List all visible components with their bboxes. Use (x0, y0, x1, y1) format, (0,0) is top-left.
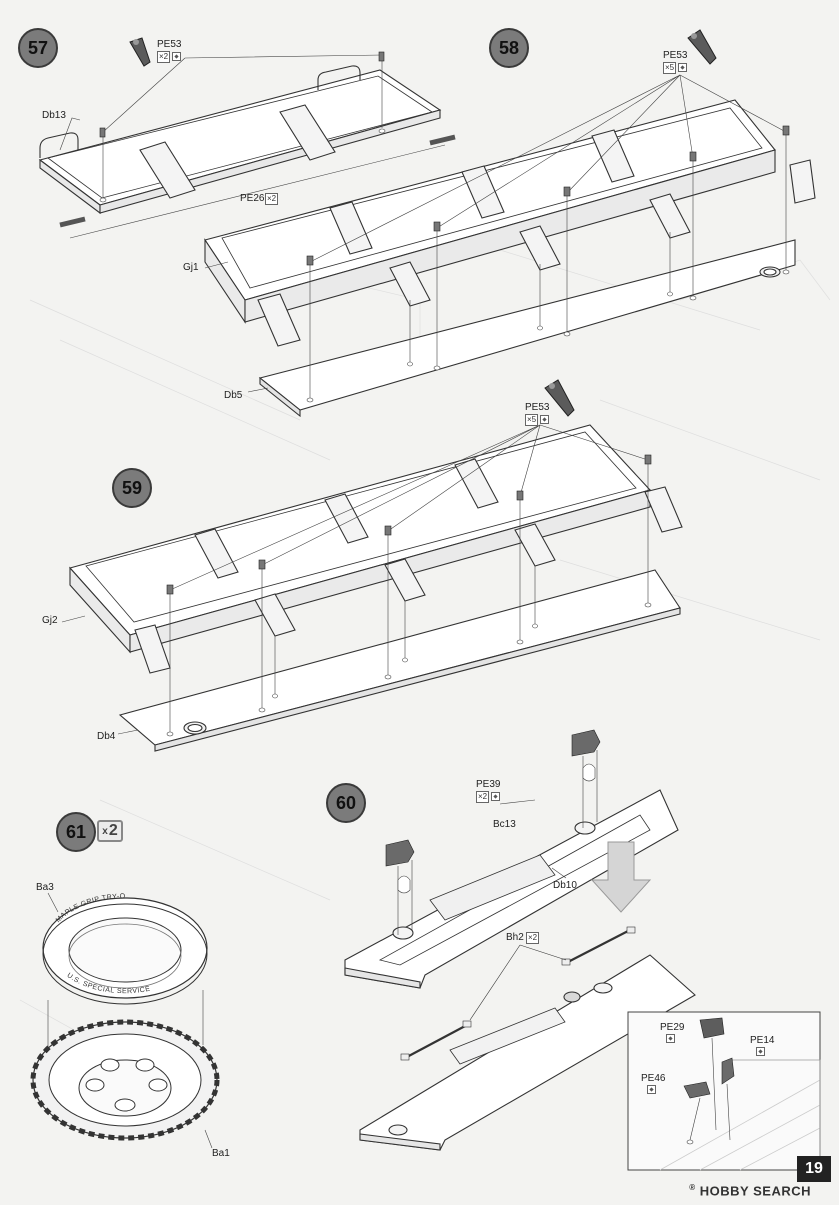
step61-tire-ba3: MAPLE GRIP TRY-O U.S. SPECIAL SERVICE (42, 893, 208, 1005)
step-57-badge: 57 (18, 28, 58, 68)
qty-pe53-step59: ×5 (525, 414, 539, 426)
qty-pe39: ×2 (476, 791, 490, 803)
step59-db4-plate (118, 569, 681, 752)
label-pe53-step58: PE53 (663, 50, 688, 61)
step57-frame (38, 65, 456, 228)
step58-db5-plate (258, 239, 796, 418)
page-number: 19 (797, 1156, 831, 1182)
step60-bc13-bracket (344, 789, 679, 989)
multiplier-prefix: x (102, 825, 108, 837)
label-pe53-step57: PE53 (157, 39, 182, 50)
photo-etch-icon (172, 52, 181, 61)
photo-etch-icon (491, 792, 500, 801)
label-db4: Db4 (97, 731, 116, 742)
qty-bh2: ×2 (526, 932, 540, 944)
photo-etch-icon (540, 415, 549, 424)
label-ba3: Ba3 (36, 882, 54, 893)
label-db13: Db13 (42, 110, 66, 121)
photo-etch-icon (666, 1034, 675, 1043)
label-bh2: Bh2 (506, 932, 524, 943)
step60-arrow (590, 841, 652, 913)
label-db10: Db10 (553, 880, 577, 891)
label-gj1: Gj1 (183, 262, 199, 273)
label-pe29: PE29 (660, 1022, 685, 1033)
label-ba1: Ba1 (212, 1148, 230, 1159)
multiplier-value: 2 (108, 822, 118, 839)
label-pe53-step59: PE53 (525, 402, 550, 413)
step57-pe53-part (129, 37, 151, 67)
label-pe14: PE14 (750, 1035, 775, 1046)
watermark: ® HOBBY SEARCH (689, 1183, 811, 1198)
label-gj2: Gj2 (42, 615, 58, 626)
watermark-text: HOBBY SEARCH (699, 1183, 811, 1198)
step58-pe53-part (687, 29, 717, 65)
step-58-badge: 58 (489, 28, 529, 68)
step58-frame (204, 99, 816, 347)
photo-etch-icon (678, 63, 687, 72)
step-61-badge: 61 (56, 812, 96, 852)
photo-etch-icon (756, 1047, 765, 1056)
step61-wheel-ba1 (30, 1019, 220, 1141)
step60-detail-inset (627, 1011, 821, 1171)
step60-db10-bracket (359, 954, 696, 1151)
watermark-mark: ® (689, 1182, 696, 1192)
step60-pe39-parts (385, 729, 601, 867)
step59-pe53-part (544, 379, 575, 417)
label-pe26: PE26 (240, 193, 265, 204)
qty-pe26: ×2 (265, 193, 279, 205)
qty-pe53-step57: ×2 (157, 51, 171, 63)
label-pe39: PE39 (476, 779, 501, 790)
qty-pe53-step58: ×5 (663, 62, 677, 74)
label-bc13: Bc13 (493, 819, 516, 830)
label-pe46: PE46 (641, 1073, 666, 1084)
photo-etch-icon (647, 1085, 656, 1094)
step-60-badge: 60 (326, 783, 366, 823)
label-db5: Db5 (224, 390, 243, 401)
step60-bh2-rods (400, 926, 636, 1061)
step-59-badge: 59 (112, 468, 152, 508)
